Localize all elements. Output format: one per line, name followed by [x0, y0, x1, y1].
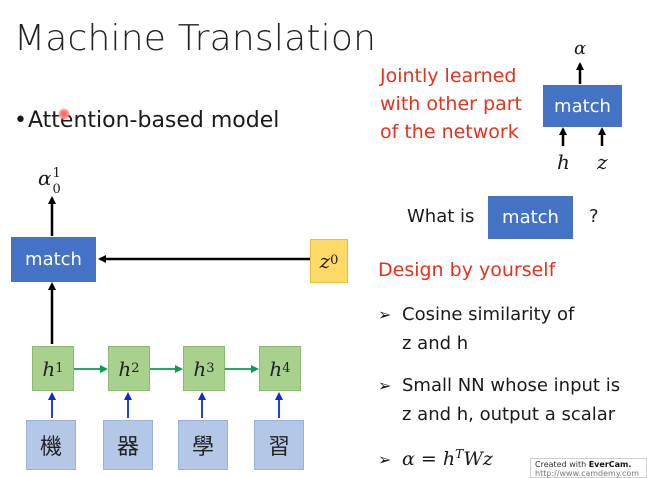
question-prefix: What is: [407, 206, 475, 227]
formula-h: h: [442, 448, 456, 470]
question-mark: ?: [589, 206, 599, 227]
watermark-url: http://www.camdemy.com: [535, 469, 640, 478]
input-char-3: 學: [178, 420, 228, 470]
alpha-base: α: [38, 166, 52, 190]
option-2-line-2: z and h, output a scalar: [402, 404, 616, 425]
evercam-watermark: Created with EverCam. http://www.camdemy…: [530, 458, 647, 478]
h2-base: h: [118, 356, 132, 381]
h4-base: h: [269, 356, 283, 381]
input-char-1: 機: [26, 420, 76, 470]
small-h-label: h: [557, 150, 570, 174]
option-1-line-1: Cosine similarity of: [402, 304, 575, 325]
note-line-1: Jointly learned: [380, 65, 517, 87]
option-bilinear-formula: ➢ α = hTWz: [378, 445, 493, 474]
note-line-3: of the network: [380, 121, 519, 143]
bullet-item: •Attention-based model: [14, 108, 279, 133]
slide-title: Machine Translation: [14, 18, 377, 59]
laser-pointer-dot: [58, 108, 70, 120]
alpha-subscript: 0: [52, 182, 61, 197]
input-char-2: 器: [103, 420, 153, 470]
input-char-4: 習: [254, 420, 304, 470]
chevron-right-icon: ➢: [378, 305, 392, 324]
formula-wz: Wz: [463, 448, 493, 470]
match-box: match: [11, 237, 96, 282]
formula-alpha: α: [402, 448, 415, 470]
small-match-box: match: [543, 85, 622, 127]
formula-equals: =: [420, 448, 437, 470]
note-line-2: with other part: [380, 93, 522, 115]
design-by-yourself-note: Design by yourself: [378, 259, 556, 281]
alpha-superscript: 1: [52, 166, 61, 181]
jointly-learned-note: Jointly learned with other part of the n…: [380, 62, 522, 146]
option-small-nn: ➢ Small NN whose input is z and h, output…: [378, 371, 620, 429]
chevron-right-icon: ➢: [378, 450, 392, 469]
bullet-dot: •: [14, 108, 27, 133]
small-alpha-label: α: [574, 38, 587, 59]
z0-base: z: [319, 249, 331, 273]
watermark-prefix: Created with: [535, 460, 589, 469]
h1-base: h: [42, 356, 56, 381]
h3-base: h: [193, 356, 207, 381]
question-match-box: match: [488, 196, 573, 239]
watermark-brand: EverCam.: [588, 460, 632, 469]
chevron-right-icon: ➢: [378, 376, 392, 395]
option-2-line-1: Small NN whose input is: [402, 375, 621, 396]
option-cosine-similarity: ➢ Cosine similarity of z and h: [378, 300, 574, 358]
formula-transpose: T: [455, 447, 464, 462]
option-1-line-2: z and h: [402, 333, 469, 354]
small-z-label: z: [597, 150, 608, 174]
